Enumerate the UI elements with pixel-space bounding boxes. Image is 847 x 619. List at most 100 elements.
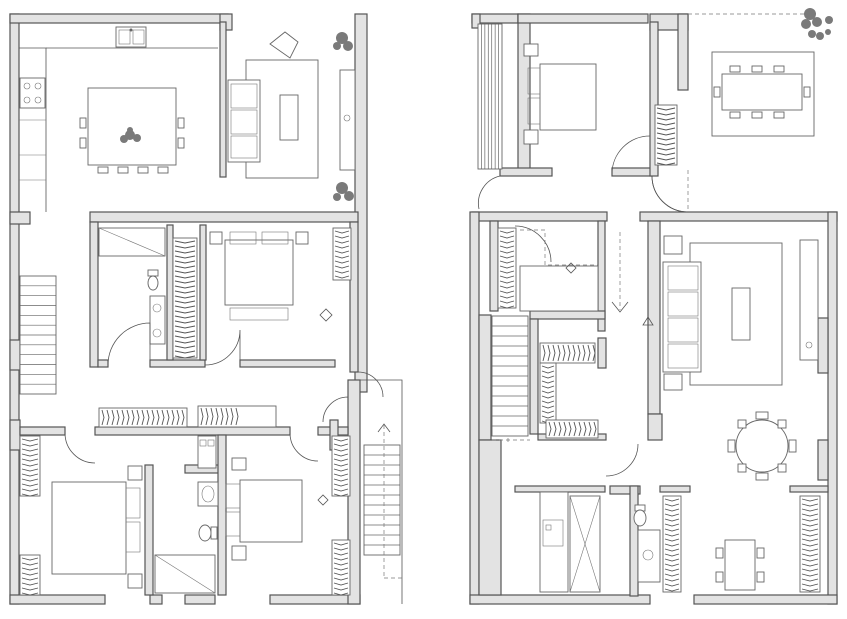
hanger-icon xyxy=(801,543,819,547)
hanger-icon xyxy=(541,385,555,389)
stove-icon xyxy=(19,77,46,109)
hanger-icon xyxy=(588,421,592,437)
chair-icon xyxy=(773,111,785,119)
hanger-icon xyxy=(21,463,39,467)
wardrobe-hangers-icon xyxy=(331,435,351,596)
hanger-icon xyxy=(664,558,680,562)
hanger-icon xyxy=(333,552,349,556)
desk-chair-icon xyxy=(317,494,329,506)
hanger-icon xyxy=(174,285,196,289)
chair-icon xyxy=(751,111,763,119)
hanger-icon xyxy=(174,330,196,334)
hanger-icon xyxy=(801,588,819,592)
hanger-icon xyxy=(664,508,680,512)
hanger-icon xyxy=(541,365,555,369)
hanger-icon xyxy=(664,538,680,542)
hanger-icon xyxy=(21,587,39,591)
hanger-icon xyxy=(21,468,39,472)
bed-icon xyxy=(51,465,143,589)
hanger-icon xyxy=(111,409,115,426)
hanger-icon xyxy=(664,548,680,552)
hanger-icon xyxy=(334,275,350,279)
stair-left xyxy=(19,275,57,395)
chair-icon xyxy=(715,571,724,583)
hanger-icon xyxy=(174,290,196,294)
hanger-icon xyxy=(541,400,555,404)
hanger-icon xyxy=(656,137,676,141)
hanger-icon xyxy=(541,375,555,379)
tv-unit xyxy=(799,239,819,361)
hanger-icon xyxy=(656,112,676,116)
hanger-icon xyxy=(333,453,349,457)
hanger-icon xyxy=(210,407,214,426)
hanger-icon xyxy=(174,335,196,339)
hanger-icon xyxy=(21,443,39,447)
toilet-icon xyxy=(147,269,159,291)
hanger-icon xyxy=(333,468,349,472)
hanger-icon xyxy=(664,568,680,572)
wardrobe-hangers-icon xyxy=(19,435,41,596)
hanger-icon xyxy=(664,553,680,557)
hanger-icon xyxy=(21,488,39,492)
door-swing-icon xyxy=(64,322,384,464)
hanger-icon xyxy=(541,415,555,419)
hanger-icon xyxy=(499,285,515,289)
arrow-up-icon xyxy=(377,423,402,579)
hanger-icon xyxy=(174,255,196,259)
hanger-icon xyxy=(174,310,196,314)
hanger-icon xyxy=(656,132,676,136)
chair-icon xyxy=(729,111,741,119)
hanger-icon xyxy=(215,407,219,426)
chair-icon xyxy=(737,419,747,429)
hanger-icon xyxy=(499,260,515,264)
hanger-icon xyxy=(499,235,515,239)
hanger-icon xyxy=(333,488,349,492)
hanger-icon xyxy=(592,344,596,362)
hanger-icon xyxy=(553,421,557,437)
hanger-icon xyxy=(146,409,150,426)
hanger-icon xyxy=(801,548,819,552)
hanger-icon xyxy=(174,300,196,304)
hanger-icon xyxy=(334,230,350,234)
hanger-icon xyxy=(21,473,39,477)
hanger-icon xyxy=(567,344,571,362)
hanger-icon xyxy=(541,410,555,414)
hanger-icon xyxy=(235,407,239,426)
chair-icon xyxy=(788,439,797,453)
wardrobe-hangers-icon xyxy=(172,237,198,359)
hanger-icon xyxy=(174,340,196,344)
hanger-icon xyxy=(547,344,551,362)
hanger-icon xyxy=(333,542,349,546)
hanger-icon xyxy=(176,409,180,426)
hanger-icon xyxy=(174,275,196,279)
hanger-icon xyxy=(578,421,582,437)
hanger-icon xyxy=(174,260,196,264)
hanger-icon xyxy=(21,557,39,561)
hanger-icon xyxy=(656,127,676,131)
hanger-icon xyxy=(333,557,349,561)
wardrobe-hangers-icon xyxy=(539,342,599,439)
hanger-icon xyxy=(583,421,587,437)
hanger-icon xyxy=(499,240,515,244)
hanger-icon xyxy=(562,344,566,362)
hanger-icon xyxy=(541,370,555,374)
chair-icon xyxy=(777,463,787,473)
hanger-icon xyxy=(656,142,676,146)
terrace-deck xyxy=(477,23,503,170)
hanger-icon xyxy=(333,547,349,551)
hanger-icon xyxy=(664,583,680,587)
hanger-icon xyxy=(334,265,350,269)
hanger-icon xyxy=(106,409,110,426)
hanger-icon xyxy=(334,260,350,264)
hanger-icon xyxy=(664,513,680,517)
chair-icon xyxy=(727,439,736,453)
chair-icon xyxy=(737,463,747,473)
hanger-icon xyxy=(499,230,515,234)
bathroom-shower xyxy=(98,227,166,257)
hanger-icon xyxy=(541,390,555,394)
hanger-icon xyxy=(664,518,680,522)
chair-icon xyxy=(756,547,765,559)
hanger-icon xyxy=(101,409,105,426)
hanger-icon xyxy=(174,345,196,349)
